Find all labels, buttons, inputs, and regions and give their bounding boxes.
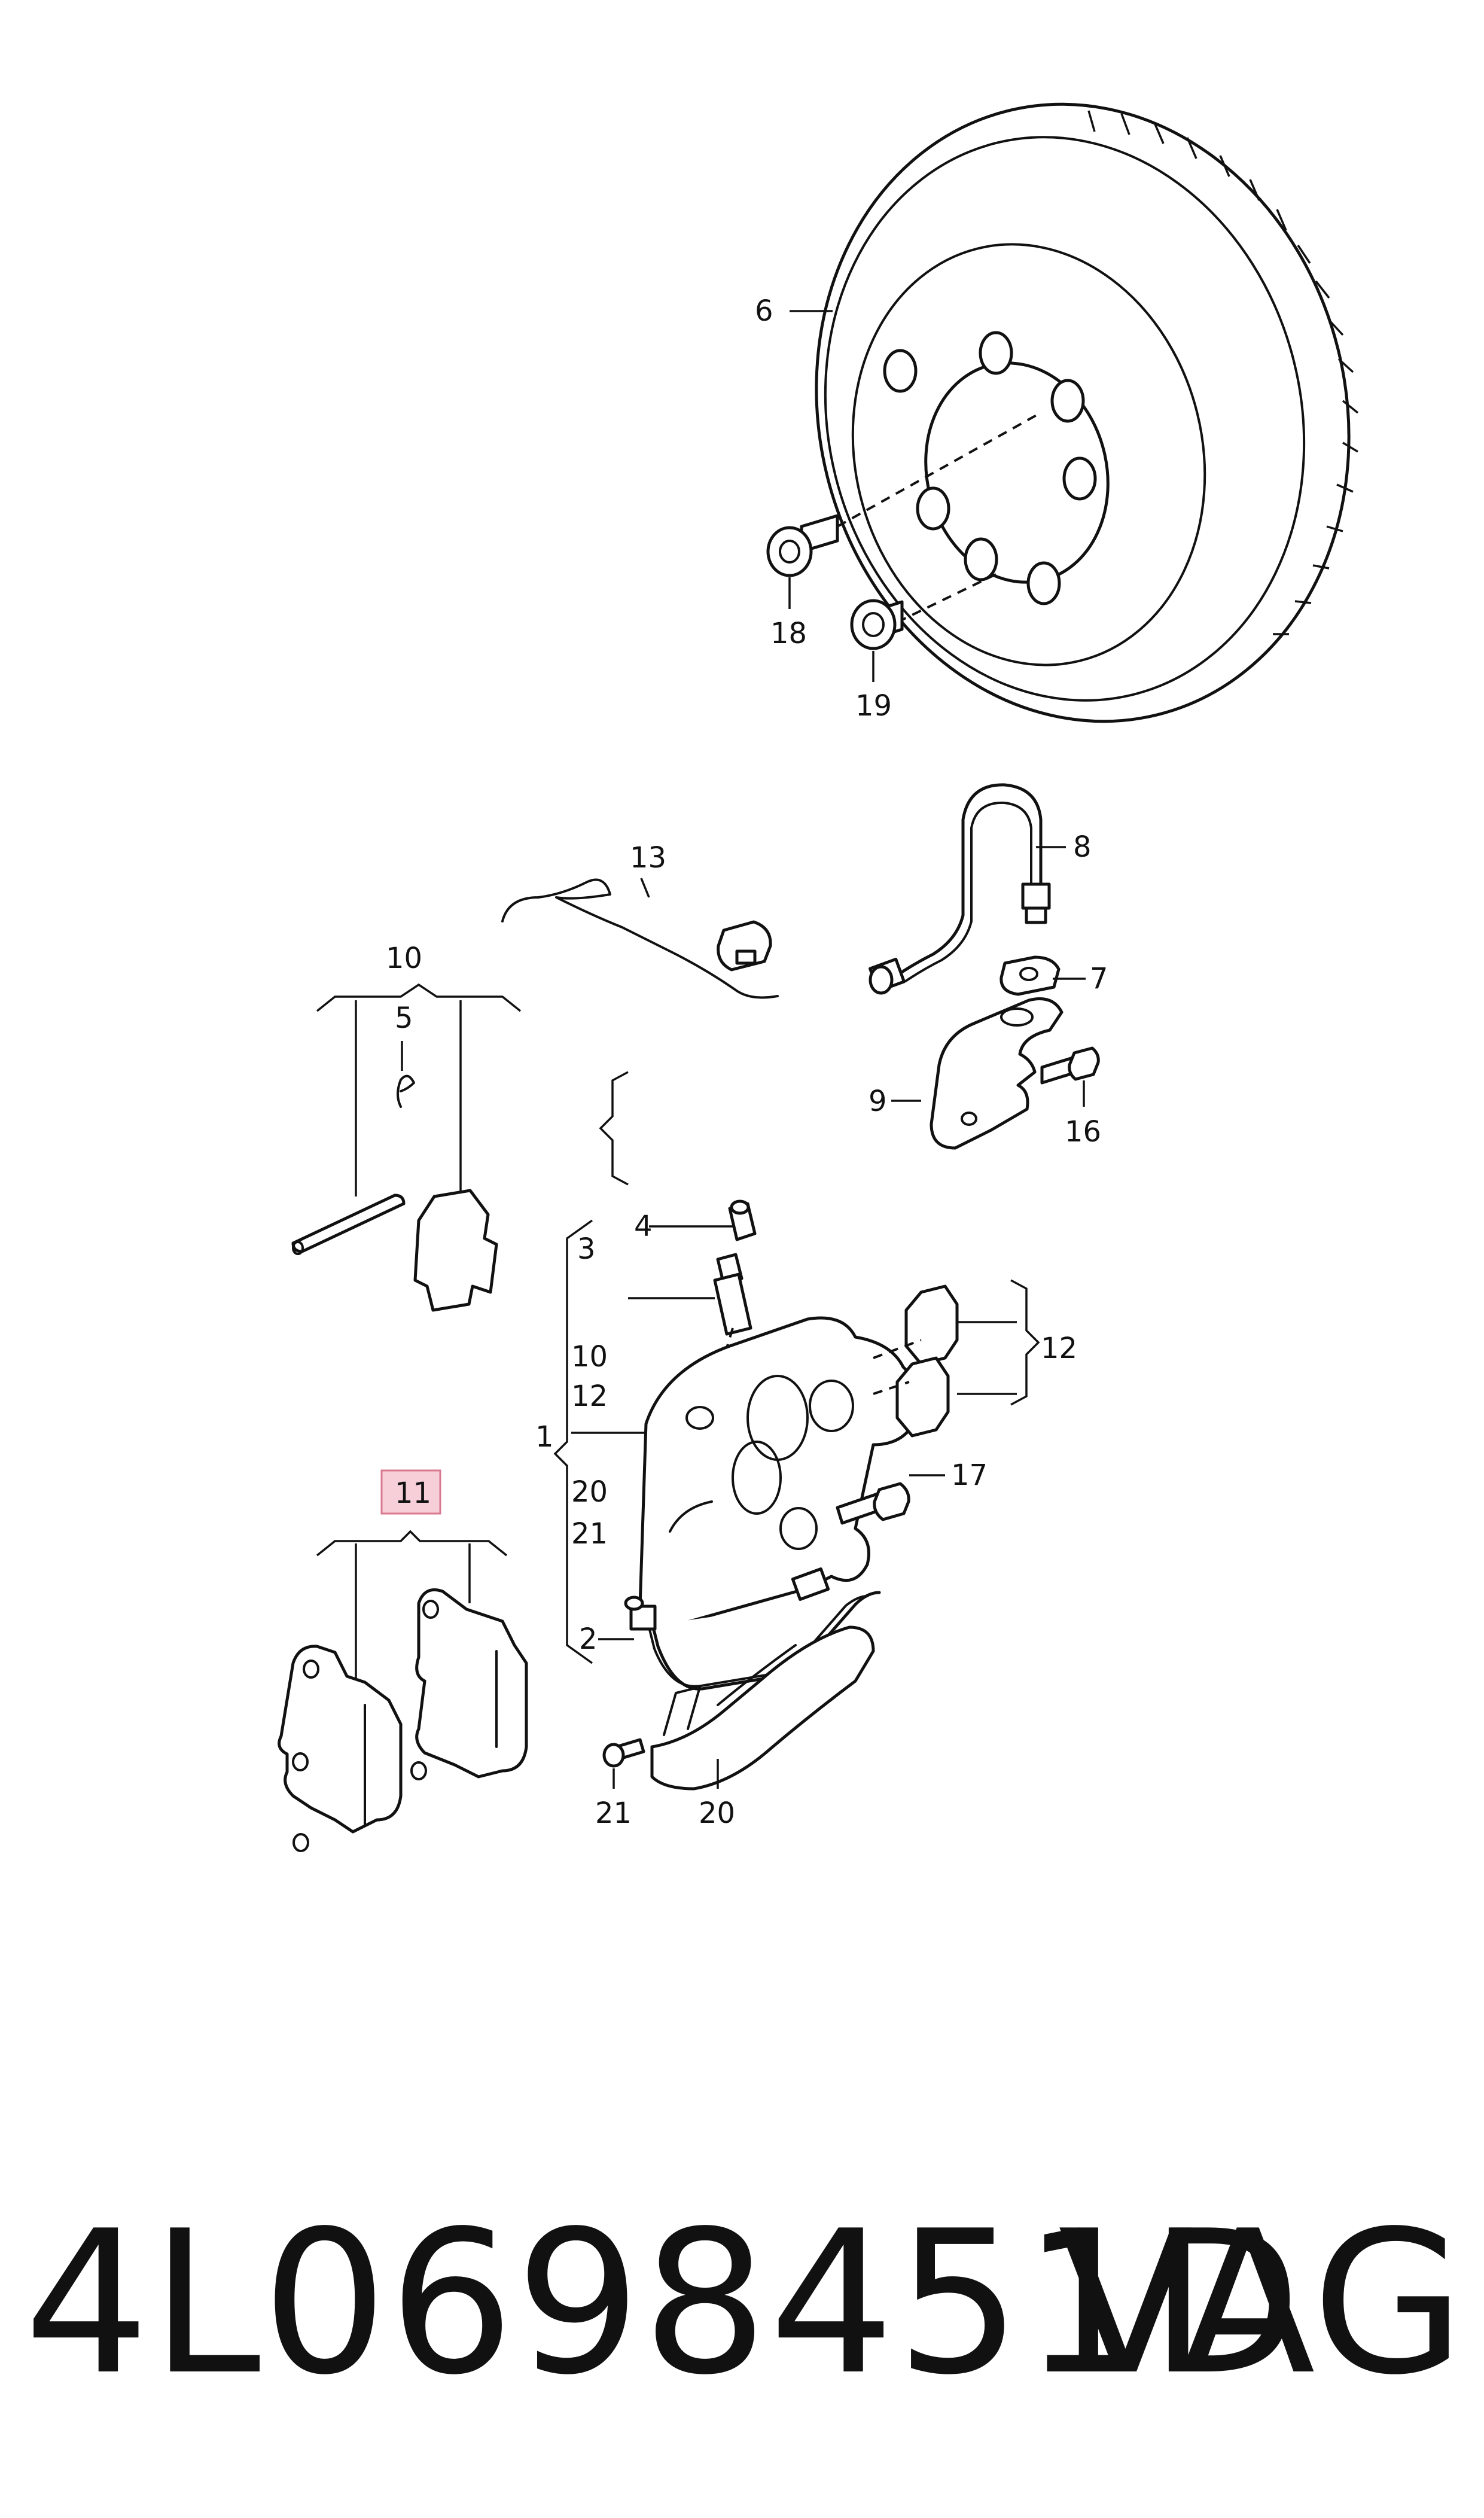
bleeder-cap-4 bbox=[728, 1199, 757, 1241]
callout-21-brace: 21 bbox=[571, 1517, 608, 1551]
callout-6: 6 bbox=[755, 294, 773, 328]
retaining-pin bbox=[291, 1193, 406, 1255]
screw-18 bbox=[766, 514, 839, 577]
callout-2: 2 bbox=[579, 1622, 598, 1656]
callout-13: 13 bbox=[630, 841, 666, 875]
plug-19 bbox=[850, 599, 904, 650]
callout-10-brace: 10 bbox=[571, 1340, 608, 1374]
callout-21: 21 bbox=[595, 1797, 632, 1830]
callout-16: 16 bbox=[1065, 1115, 1101, 1149]
callout-8: 8 bbox=[1073, 830, 1092, 864]
callout-20: 20 bbox=[699, 1797, 735, 1830]
bleeder-valve-3 bbox=[713, 1253, 752, 1336]
brake-pad-outer bbox=[278, 1645, 403, 1852]
bolt-17 bbox=[836, 1482, 910, 1525]
clip-7 bbox=[1000, 955, 1061, 996]
callout-12-side: 12 bbox=[1041, 1332, 1077, 1365]
screw-21 bbox=[602, 1738, 645, 1768]
callout-10-top: 10 bbox=[386, 942, 422, 975]
brake-assembly-diagram: 6 18 19 13 8 7 bbox=[278, 102, 1359, 1852]
callout-12-brace: 12 bbox=[571, 1380, 608, 1413]
part-number-footer: 4L0698451D VAG bbox=[0, 2178, 1484, 2429]
callout-4: 4 bbox=[634, 1210, 653, 1243]
callout-11: 11 bbox=[395, 1476, 431, 1510]
bolt-16 bbox=[1040, 1046, 1100, 1085]
brake-pad-inner bbox=[410, 1588, 528, 1780]
brake-caliper-1 bbox=[638, 1316, 921, 1632]
wear-sensor-13 bbox=[501, 878, 779, 999]
callout-19: 19 bbox=[855, 689, 892, 723]
part-number: 4L0698451D bbox=[24, 2188, 1303, 2418]
callout-18: 18 bbox=[770, 617, 807, 650]
callout-11-highlight bbox=[380, 1469, 441, 1515]
callout-3: 3 bbox=[577, 1232, 596, 1266]
pad-spring-plate bbox=[413, 1189, 498, 1312]
brand-label: VAG bbox=[1058, 2188, 1465, 2418]
callout-1: 1 bbox=[535, 1420, 554, 1454]
brake-line-8 bbox=[869, 783, 1051, 995]
seal-12 bbox=[895, 1284, 959, 1438]
callout-9: 9 bbox=[869, 1085, 887, 1118]
spring-clip-5 bbox=[397, 1041, 415, 1108]
callout-5: 5 bbox=[395, 1001, 413, 1035]
callout-17: 17 bbox=[951, 1459, 988, 1492]
brake-line-end-fitting bbox=[869, 957, 906, 995]
callout-7: 7 bbox=[1090, 962, 1108, 995]
bracket-9 bbox=[930, 997, 1064, 1150]
callout-20-brace: 20 bbox=[571, 1475, 608, 1509]
heat-shield-20 bbox=[650, 1625, 875, 1791]
brake-disc-6 bbox=[815, 102, 1359, 723]
